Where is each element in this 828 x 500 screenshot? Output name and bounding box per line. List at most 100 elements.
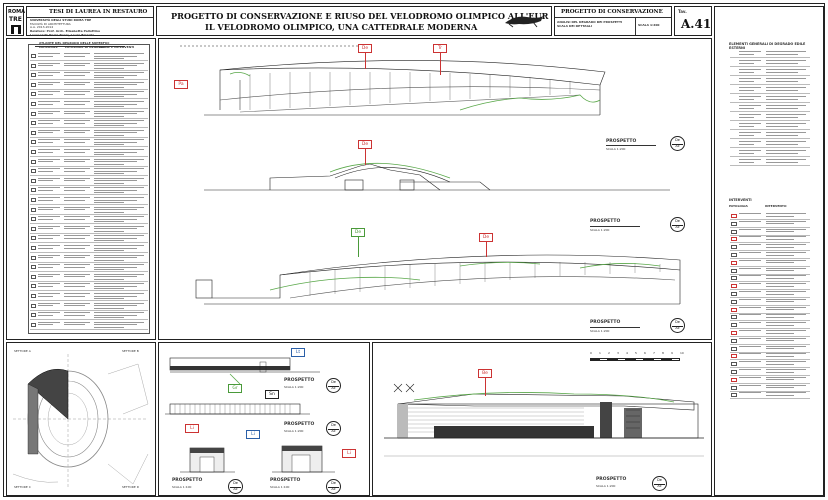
header-scale: SCALA 1:200 <box>638 23 660 27</box>
scale-segment <box>617 358 626 361</box>
legend-row <box>30 119 148 129</box>
plan-label-d: SETTORE D <box>122 485 140 489</box>
tag-pa: Pa <box>174 80 188 89</box>
legend-swatch-icon <box>31 92 36 97</box>
legend-swatch-icon <box>31 207 36 212</box>
legend-col2: PATOLOGIE DI DEGRADO <box>65 45 106 49</box>
section-scale: SCALA 1:200 <box>596 484 616 488</box>
scale-tick-label: 8 <box>662 351 664 355</box>
sheet-frame <box>3 3 825 497</box>
legend-row <box>30 263 148 273</box>
section-prospetto: PROSPETTO <box>596 477 627 482</box>
scale-segment <box>599 358 608 361</box>
intervention-swatch-icon <box>731 370 737 374</box>
plan-label-c: SETTORE C <box>14 485 31 489</box>
legend-swatch-icon <box>31 246 36 250</box>
elevation-label-3: PROSPETTO <box>590 320 621 325</box>
legend-swatch-icon <box>31 294 36 298</box>
scale-segment <box>626 358 635 361</box>
intervention-swatch-icon <box>731 276 737 281</box>
legend-row <box>30 254 148 263</box>
section-elevation-middle <box>204 163 670 191</box>
university-line2: FACOLTÀ DI ARCHITETTURA <box>30 21 71 26</box>
scale-segment <box>635 358 644 361</box>
legend-swatch-icon <box>31 178 36 183</box>
intervention-swatch-icon <box>731 362 737 367</box>
right-panel-subtitle: ESTERNI <box>729 46 746 50</box>
detail-scale-2: SCALA 1:200 <box>284 429 304 433</box>
tag-de-1: De <box>358 44 372 53</box>
legend-row <box>30 110 148 119</box>
students: Laureandi: Paolo Rossi, Laura Bianchi <box>30 32 94 37</box>
thesis-header-box: TESI DI LAUREA IN RESTAURO UNIVERSITÀ DE… <box>26 6 154 36</box>
legend-row <box>30 311 148 321</box>
legend-swatch-icon <box>31 121 36 126</box>
elevation-label-1: PROSPETTO <box>606 139 637 144</box>
legend-swatch-icon <box>31 265 36 270</box>
intervention-row <box>730 321 810 330</box>
intervention-row <box>730 251 810 259</box>
title-box: PROGETTO DI CONSERVAZIONE E RIUSO DEL VE… <box>156 6 552 36</box>
intervention-row <box>730 290 810 298</box>
elevation-scale-1: SCALA 1:200 <box>606 147 626 151</box>
intervention-swatch-icon <box>731 221 737 226</box>
legend-col3: CAUSE E INTERVENTI <box>99 45 135 49</box>
tag-li-3: Li <box>342 449 356 458</box>
legend-row <box>30 206 148 215</box>
left-legend-panel: ATLANTE DEL DEGRADO DELLE SUPERFICI <box>6 38 156 340</box>
supervisors: Relatore: Prof. Arch. Elisabetta Pallott… <box>30 29 101 33</box>
legend-row <box>30 244 148 253</box>
left-legend-title: ATLANTE DEL DEGRADO DELLE SUPERFICI <box>39 41 110 45</box>
intervention-swatch-icon <box>731 268 737 273</box>
legend-row <box>30 90 148 100</box>
intervention-swatch-icon <box>731 253 737 257</box>
scale-tick-label: 4 <box>626 351 628 355</box>
legend-row <box>30 215 148 225</box>
general-row <box>730 113 810 121</box>
intervention-row <box>730 337 810 345</box>
plan-label-a: SETTORE A <box>14 349 31 353</box>
legend-swatch-icon <box>31 255 36 260</box>
scale-tick-label: 5 <box>635 351 637 355</box>
tag-lt: Lt <box>291 348 305 357</box>
scale-tick-label: 9 <box>671 351 673 355</box>
general-row <box>730 68 810 76</box>
legend-swatch-icon <box>31 102 36 106</box>
project-type-box: PROGETTO DI CONSERVAZIONE ANALISI DEL DE… <box>554 6 672 36</box>
tag-sn: Sn <box>265 390 279 399</box>
detail-scale-3: SCALA 1:100 <box>172 485 192 489</box>
tag-be: Be <box>478 369 492 378</box>
general-row <box>730 140 810 148</box>
scale-tick-label: 0 <box>590 351 592 355</box>
details-panel <box>158 342 370 496</box>
legend-row <box>30 196 148 205</box>
detail-prospetto-1: PROSPETTO <box>284 378 315 383</box>
logo-line2: TRE <box>9 16 22 23</box>
legend-swatch-icon <box>31 303 36 308</box>
tag-tr: Tr <box>433 44 447 53</box>
legend-row <box>30 148 148 157</box>
table-number: A.41 <box>681 17 712 31</box>
legend-row <box>30 71 148 81</box>
legend-swatch-icon <box>31 226 36 231</box>
intervention-row <box>730 235 810 244</box>
intervention-swatch-icon <box>731 331 737 335</box>
scale-segment <box>644 358 653 361</box>
legend-row <box>30 62 148 71</box>
thesis-label: TESI DI LAUREA IN RESTAURO <box>49 9 148 15</box>
project-type: PROGETTO DI CONSERVAZIONE <box>561 9 663 15</box>
intervention-swatch-icon <box>731 299 737 304</box>
title-line1: PROGETTO DI CONSERVAZIONE E RIUSO DEL VE… <box>171 11 549 21</box>
legend-swatch-icon <box>31 140 36 145</box>
intervention-row <box>730 391 810 400</box>
tag-de-3: De <box>479 233 493 242</box>
legend-swatch-icon <box>31 73 36 78</box>
intervention-row <box>730 298 810 306</box>
tag-gr: Gr <box>228 384 242 393</box>
general-row <box>730 59 810 67</box>
